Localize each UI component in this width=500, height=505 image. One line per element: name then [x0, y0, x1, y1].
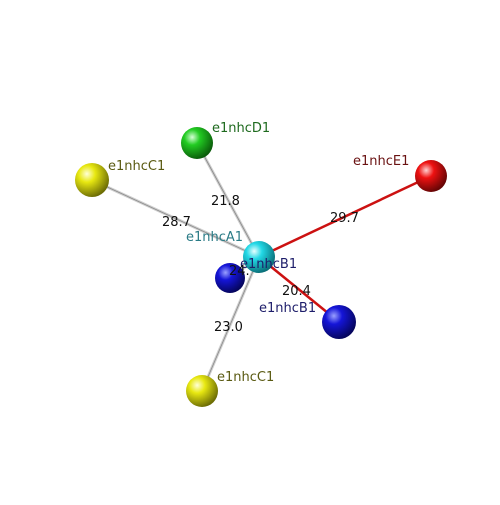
distance-to-green-d1: 21.8 — [211, 194, 240, 209]
bond-to-red-e1 — [258, 174, 432, 259]
bond-to-yellow-c1-bottom-inner — [201, 256, 260, 392]
atom-blue-b1[interactable] — [322, 305, 356, 339]
label-yellow-c1-bottom: e1nhcC1 — [217, 370, 274, 385]
distance-to-yellow-c1-top: 28.7 — [162, 215, 191, 230]
label-center-a: e1nhcA1 — [186, 230, 243, 245]
bond-to-green-d1-inner — [196, 142, 260, 258]
node-labels: e1nhcD1 e1nhcC1 e1nhcE1 e1nhcA1 e1nhcB1 … — [108, 121, 409, 385]
label-yellow-c1-top: e1nhcC1 — [108, 159, 165, 174]
distance-to-blue-b1: 20.4 — [282, 284, 311, 299]
label-green-d1: e1nhcD1 — [212, 121, 270, 136]
distance-to-hidden-blue: 24. — [229, 264, 250, 279]
label-center-b: e1nhcB1 — [240, 257, 297, 272]
bond-to-blue-b1 — [258, 256, 340, 323]
atom-yellow-c1-bottom[interactable] — [186, 375, 218, 407]
atom-center-cyan[interactable] — [243, 241, 275, 273]
atom-red-e1[interactable] — [415, 160, 447, 192]
atom-yellow-c1-top[interactable] — [75, 163, 109, 197]
atoms — [75, 127, 447, 407]
distance-labels: 21.8 28.7 29.7 24. 20.4 23.0 — [162, 194, 359, 335]
label-blue-b1: e1nhcB1 — [259, 301, 316, 316]
bonds — [91, 142, 432, 392]
atom-green-d1[interactable] — [181, 127, 213, 159]
distance-to-yellow-c1-bottom: 23.0 — [214, 320, 243, 335]
distance-to-red-e1: 29.7 — [330, 211, 359, 226]
label-red-e1: e1nhcE1 — [353, 154, 409, 169]
atom-hidden-blue[interactable] — [215, 263, 245, 293]
bond-to-yellow-c1-top-inner — [91, 179, 260, 258]
